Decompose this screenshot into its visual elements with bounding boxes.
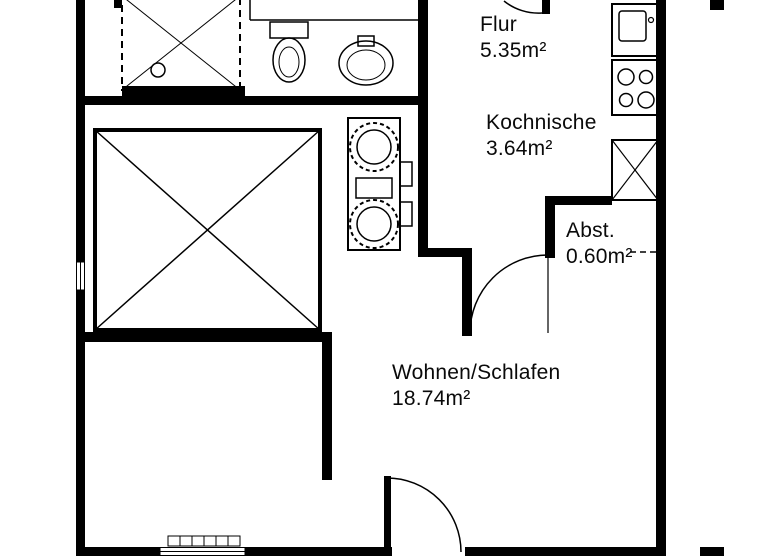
- kochnische-step-wall: [462, 248, 472, 336]
- left-wall-upper: [76, 0, 85, 262]
- kitchen-column: [611, 3, 659, 201]
- left-wall-lower: [76, 290, 85, 556]
- window-icon: [76, 261, 85, 291]
- room-name: Wohnen/Schlafen: [392, 361, 561, 384]
- abst-top-wall: [545, 196, 612, 205]
- room-label-wohnen: Wohnen/Schlafen 18.74m²: [392, 360, 560, 412]
- cooker-knob-lower: [399, 201, 413, 227]
- room-name: Abst.: [566, 219, 615, 242]
- stairwell-bottom-wall: [76, 332, 332, 342]
- stairwell-cross-icon: [94, 129, 321, 331]
- room-name: Kochnische: [486, 111, 597, 134]
- burner-ring-bottom: [349, 199, 399, 249]
- stove-burners-icon: [611, 59, 659, 116]
- room-label-flur: Flur 5.35m²: [480, 12, 547, 64]
- stairwell-outline: [93, 128, 322, 332]
- bathroom: [121, 0, 418, 91]
- radiator-icon: [167, 535, 241, 547]
- top-right-wall-cut: [710, 0, 724, 10]
- shower-icon: [121, 0, 241, 91]
- walls: [76, 0, 724, 556]
- doors: [386, 0, 549, 553]
- room-area: 3.64m²: [486, 137, 553, 160]
- burner-ring-top: [349, 122, 399, 172]
- cabinet-cross-icon: [611, 139, 659, 201]
- living-room-wall-stub: [322, 342, 332, 480]
- cooker-knob-upper: [399, 161, 413, 187]
- windows: [76, 261, 246, 556]
- cooker-unit-icon: [347, 117, 413, 251]
- door-swing-icon: [469, 254, 549, 334]
- room-area: 0.60m²: [566, 245, 633, 268]
- door-swing-icon: [386, 477, 462, 553]
- kitchen-sink-icon: [611, 3, 659, 57]
- washbasin-icon: [338, 35, 394, 86]
- bathroom-bottom-wall: [85, 96, 428, 105]
- flur-bath-wall: [418, 0, 428, 255]
- room-label-kochnische: Kochnische 3.64m²: [486, 110, 597, 162]
- room-area: 18.74m²: [392, 387, 471, 410]
- entrance-door-leaf: [384, 476, 391, 552]
- window-icon: [159, 547, 246, 556]
- cooker-mid-panel: [355, 177, 393, 199]
- right-wall: [656, 0, 666, 556]
- room-name: Flur: [480, 13, 517, 36]
- room-area: 5.35m²: [480, 39, 547, 62]
- room-label-abst: Abst. 0.60m²: [566, 218, 633, 270]
- bottom-wall-right: [465, 547, 666, 556]
- stairwell-shaft: [93, 128, 322, 332]
- kochnische-bottom-wall: [418, 248, 472, 257]
- toilet-icon: [269, 21, 309, 83]
- top-left-wall-cut: [114, 0, 122, 8]
- bottom-right-wall-cut: [700, 547, 724, 556]
- entrance-door-frame: [542, 0, 550, 14]
- door-swing-icon: [503, 0, 543, 14]
- abst-left-wall: [545, 196, 555, 258]
- shower-drain-icon: [150, 62, 166, 78]
